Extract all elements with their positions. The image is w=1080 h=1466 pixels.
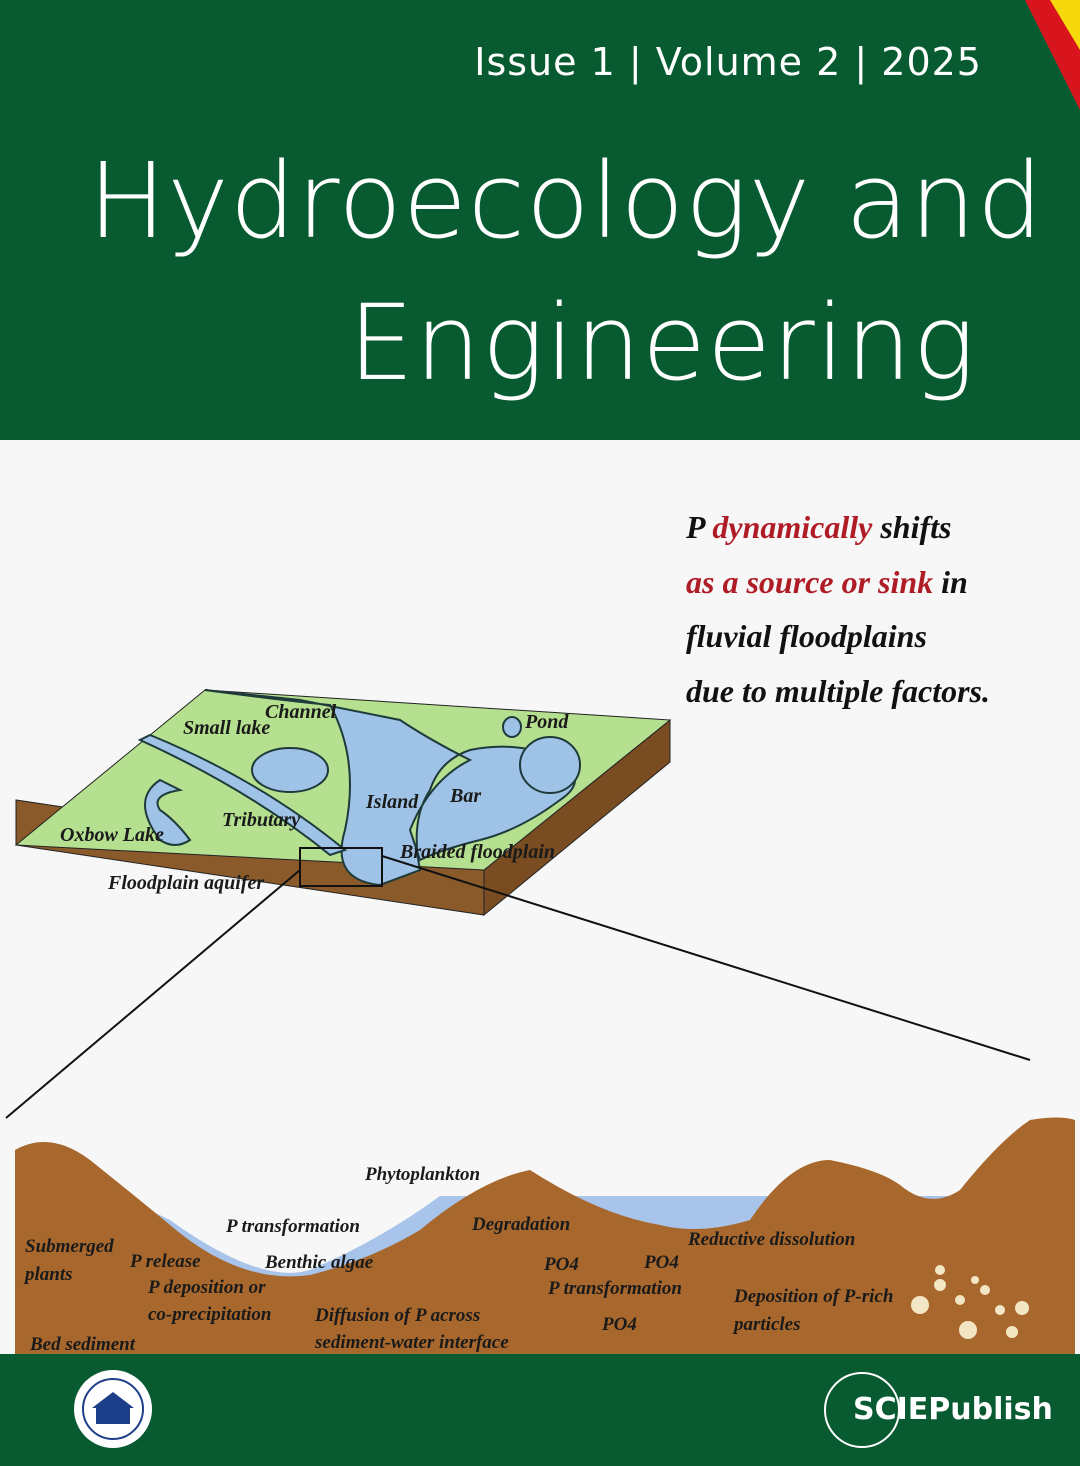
channel-water [204,689,576,887]
wuhan-university-logo [74,1370,152,1448]
label-submerged: Submerged [25,1236,114,1257]
label-reductive-dissolution: Reductive dissolution [687,1229,855,1250]
p-rich-particles [911,1265,1029,1339]
tagline-text: shifts [872,509,952,545]
label-bed-sediment: Bed sediment [29,1334,136,1354]
label-particles: particles [732,1314,801,1335]
label-bar: Bar [449,785,481,807]
cover-tagline: P dynamically shifts as a source or sink… [686,500,990,718]
label-floodplain-aquifer: Floodplain aquifer [107,872,264,894]
journal-title-line1: Hydroecology and [88,140,1044,262]
tagline-text: due to multiple factors. [686,672,990,709]
label-po4: PO4 [643,1252,679,1273]
label-phytoplankton: Phytoplankton [364,1164,480,1185]
zoom-box [299,847,383,887]
tagline-highlight: as a source or sink [686,563,934,600]
label-diffusion: Diffusion of P across [314,1305,480,1326]
label-pond: Pond [524,711,569,733]
cover-header: Issue 1 | Volume 2 | 2025 Hydroecology a… [0,0,1080,440]
oxbow-lake-water [144,778,192,846]
label-braided-floodplain: Braided floodplain [399,841,555,863]
zoom-line-right [381,855,1031,1061]
label-sediment-water-interface: sediment-water interface [314,1332,509,1353]
label-p-release: P release [129,1251,201,1272]
issue-volume-year: Issue 1 | Volume 2 | 2025 [474,40,982,84]
tributary-water [137,733,348,857]
label-co-precipitation: co-precipitation [148,1304,271,1325]
sediment-profile [15,1117,1075,1354]
tagline-text: fluvial floodplains [686,618,927,654]
label-plants: plants [23,1264,73,1285]
label-po4: PO4 [543,1254,579,1275]
label-island: Island [365,791,419,813]
label-benthic-algae: Benthic algae [264,1252,374,1273]
publisher-name: SCIEPublish [853,1392,1053,1427]
label-po4: PO4 [601,1314,637,1335]
label-p-deposition: P deposition or [147,1277,266,1298]
label-tributary: Tributary [222,809,300,831]
sciepublish-logo-ring [824,1372,900,1448]
label-p-transformation-sediment: P transformation [547,1278,682,1299]
pond-water [519,736,581,794]
label-oxbow-lake: Oxbow Lake [60,824,164,846]
cover-footer: SCIEPublish [0,1354,1080,1466]
floodplain-illustration: Channel Small lake Pond Island Bar Tribu… [5,689,1075,1354]
label-channel: Channel [265,701,337,723]
tagline-highlight: dynamically [712,509,873,545]
label-small-lake: Small lake [183,717,270,739]
small-lake-water [251,747,329,793]
label-degradation: Degradation [471,1214,570,1235]
tagline-text: P [686,509,713,545]
zoom-line-left [5,869,301,1119]
journal-title-line2: Engineering [348,282,976,404]
label-p-transformation-water: P transformation [225,1216,360,1237]
tagline-text: in [933,563,968,600]
label-deposition-p-rich: Deposition of P-rich [733,1286,893,1307]
small-pond-water [502,716,522,738]
corner-ribbon [1025,0,1080,110]
